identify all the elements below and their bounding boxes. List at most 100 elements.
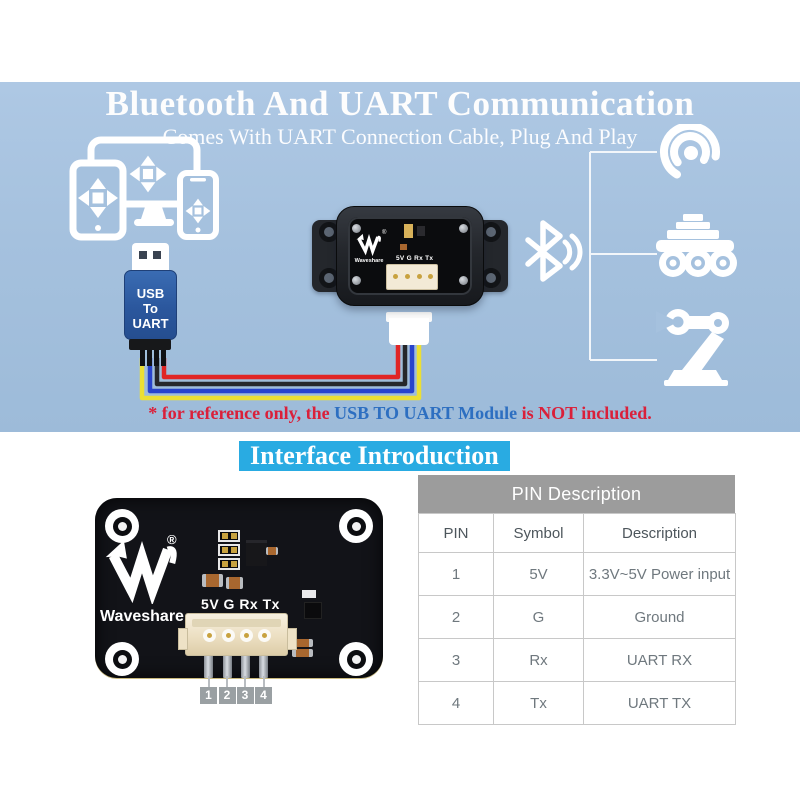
mounting-hole: [481, 222, 501, 242]
table-title: PIN Description: [418, 475, 735, 513]
connector-wing: [287, 628, 297, 650]
col-header-pin: PIN: [418, 513, 494, 553]
header-pin: [240, 648, 250, 678]
callout-line: [244, 676, 246, 688]
table-header-row: PIN Symbol Description: [418, 513, 736, 553]
pcb-pin-labels: 5V G Rx Tx: [201, 596, 280, 612]
ic-chip: [246, 540, 267, 566]
mounting-hole: [105, 642, 139, 676]
capacitor: [226, 577, 243, 589]
cell-pin: 4: [418, 681, 494, 725]
cell-pin: 1: [418, 552, 494, 596]
cell-symbol: Tx: [493, 681, 584, 725]
rover-icon: [656, 214, 737, 277]
disclaimer-note: * for reference only, the USB TO UART Mo…: [0, 403, 800, 424]
wire-red: [161, 342, 401, 380]
screw: [459, 276, 468, 285]
module-jst-connector: [386, 264, 438, 290]
pin-socket: [239, 629, 253, 642]
waveshare-logo: [356, 233, 381, 256]
usb-module-connector: [129, 339, 171, 350]
mounting-hole: [339, 509, 373, 543]
wiring-and-bracket-lines: [139, 151, 657, 401]
header-pin: [204, 648, 213, 678]
table-row: 2 G Ground: [418, 595, 736, 639]
cell-description: UART RX: [583, 638, 736, 682]
header-pin: [259, 648, 268, 678]
mounting-hole: [339, 642, 373, 676]
capacitor: [292, 649, 313, 657]
cable-plug-lip: [386, 312, 432, 322]
jumper-block: [218, 530, 240, 572]
cell-pin: 3: [418, 638, 494, 682]
connector-pin: [154, 350, 159, 366]
module-brand-text: Waveshare: [354, 258, 384, 264]
registered-mark: ®: [382, 230, 387, 236]
screw: [352, 276, 361, 285]
capacitor: [292, 639, 313, 647]
section-heading-interface: Interface Introduction: [239, 441, 510, 471]
usb-contact: [153, 251, 161, 259]
callout-line: [207, 676, 210, 688]
usb-module-label-line3: UART: [132, 316, 169, 331]
wire-black: [154, 342, 408, 387]
connector-bracket-lines: [589, 151, 657, 361]
capacitor: [266, 547, 278, 555]
usb-module-label-line1: USB: [136, 286, 165, 301]
pin-number-badge: 2: [218, 687, 236, 704]
pin-number-badge: 1: [200, 687, 217, 704]
pin-number-badge: 3: [236, 687, 254, 704]
wire-yellow: [139, 342, 422, 401]
callout-line: [262, 676, 265, 688]
pcb-brand-text: Waveshare: [100, 608, 184, 625]
col-header-symbol: Symbol: [493, 513, 584, 553]
pcb-jst-connector: [178, 613, 297, 656]
col-header-description: Description: [583, 513, 736, 553]
pcb-front-photo: ® Waveshare 5V G Rx Tx: [95, 498, 383, 704]
capacitor: [202, 574, 223, 587]
screw: [352, 224, 361, 233]
cable-plug: [389, 318, 429, 345]
devices-cluster-icon: [69, 136, 219, 241]
wire-blue: [147, 342, 415, 394]
cell-description: UART TX: [583, 681, 736, 725]
smd-component: [302, 590, 316, 598]
banner-subtitle: Comes With UART Connection Cable, Plug A…: [162, 124, 638, 149]
mounting-hole: [481, 268, 501, 288]
cell-description: 3.3V~5V Power input: [583, 552, 736, 596]
pin-socket: [221, 629, 235, 642]
cell-symbol: Rx: [493, 638, 584, 682]
connector-groove: [192, 619, 281, 627]
smartphone-icon: [177, 170, 219, 240]
smd-component: [417, 226, 425, 236]
sensor-module-photo: ® Waveshare 5V G Rx Tx: [312, 206, 508, 306]
pin-description-table: PIN Description PIN Symbol Description 1…: [418, 475, 736, 725]
waveshare-logo: [105, 540, 177, 604]
smd-component: [400, 244, 407, 250]
connector-wing: [178, 628, 188, 650]
disclaimer-prefix: * for reference only, the: [148, 403, 335, 423]
table-row: 1 5V 3.3V~5V Power input: [418, 552, 736, 596]
disclaimer-suffix: is NOT included.: [517, 403, 652, 423]
smd-component: [404, 224, 413, 238]
cell-symbol: G: [493, 595, 584, 639]
mounting-hole: [105, 509, 139, 543]
connector-pin: [140, 350, 145, 366]
connector-pin: [161, 350, 166, 366]
cell-symbol: 5V: [493, 552, 584, 596]
pin-socket: [203, 629, 216, 642]
pin-number-badge: 4: [255, 687, 272, 704]
header-pin: [222, 648, 232, 678]
radar-icon: [660, 124, 720, 179]
move-arrows-icon: [78, 155, 211, 224]
robot-arm-icon: [656, 309, 729, 386]
callout-line: [226, 676, 228, 688]
table-row: 3 Rx UART RX: [418, 638, 736, 682]
table-row: 4 Tx UART TX: [418, 681, 736, 725]
disclaimer-highlight: USB TO UART Module: [334, 403, 518, 423]
usb-contact: [139, 251, 147, 259]
usb-module-label-line2: To: [143, 301, 158, 316]
cell-pin: 2: [418, 595, 494, 639]
pin-socket: [258, 629, 271, 642]
